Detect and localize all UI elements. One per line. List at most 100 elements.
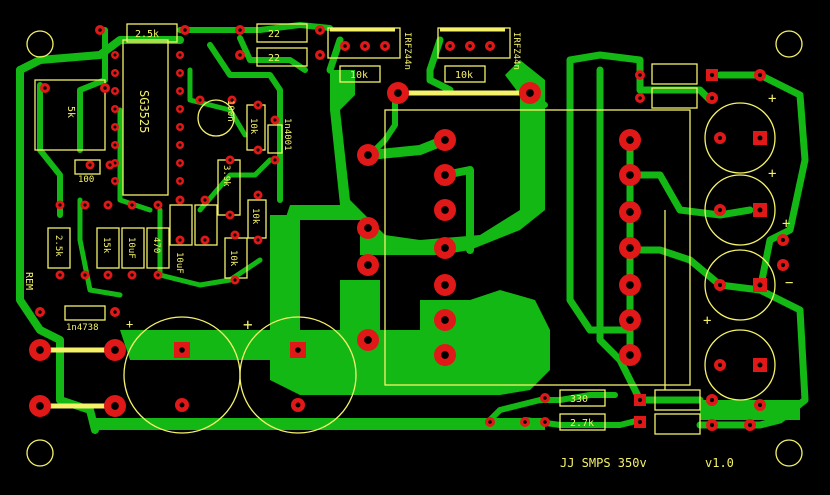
drill-hole — [717, 282, 723, 288]
drill-hole — [183, 28, 187, 32]
drill-hole — [780, 262, 786, 268]
drill-hole — [198, 98, 202, 102]
drill-hole — [178, 161, 182, 165]
drill-hole — [273, 158, 277, 162]
drill-hole — [113, 107, 117, 111]
drill-hole — [757, 207, 763, 213]
drill-hole — [441, 206, 449, 214]
drill-hole — [106, 203, 110, 207]
drill-hole — [441, 171, 449, 179]
label-cap-1uf-a: 10uF — [126, 237, 136, 259]
copper-traces — [16, 22, 809, 434]
drill-hole — [383, 44, 387, 48]
drill-hole — [717, 135, 723, 141]
drill-hole — [178, 238, 182, 242]
drill-hole — [626, 351, 634, 359]
label-diode-1n4001: 1n4001 — [282, 118, 292, 151]
drill-hole — [58, 203, 62, 207]
drill-hole — [364, 151, 372, 159]
drill-hole — [638, 73, 642, 77]
drill-hole — [295, 347, 301, 353]
label-cap-470: 470 — [151, 237, 161, 253]
drill-hole — [58, 273, 62, 277]
drill-hole — [113, 310, 117, 314]
label-res-100: 100 — [78, 175, 94, 185]
label-ic: SG3525 — [137, 90, 151, 133]
drill-hole — [106, 273, 110, 277]
drill-hole — [256, 148, 260, 152]
label-plus-out3: + — [782, 216, 790, 232]
drill-hole — [256, 193, 260, 197]
silkscreen-labels: 2.5k 22 22 10k 10k IRFZ44n IRFZ44n SG352… — [23, 29, 793, 470]
drill-hole — [156, 273, 160, 277]
component-pads — [29, 25, 789, 431]
board-version: v1.0 — [705, 456, 734, 470]
drill-hole — [448, 44, 452, 48]
drill-hole — [757, 135, 763, 141]
drill-hole — [130, 203, 134, 207]
label-rem: REM — [23, 272, 34, 290]
drill-hole — [757, 362, 763, 368]
drill-hole — [178, 143, 182, 147]
drill-hole — [488, 420, 492, 424]
drill-hole — [441, 244, 449, 252]
drill-hole — [88, 163, 92, 167]
drill-hole — [626, 208, 634, 216]
drill-hole — [441, 316, 449, 324]
drill-hole — [111, 346, 119, 354]
drill-hole — [543, 420, 547, 424]
drill-hole — [364, 336, 372, 344]
drill-hole — [113, 89, 117, 93]
drill-hole — [130, 273, 134, 277]
drill-hole — [626, 281, 634, 289]
drill-hole — [709, 72, 715, 78]
label-res-2-5k: 2.5k — [53, 235, 63, 257]
mounting-holes — [26, 30, 803, 467]
label-plus-out4: + — [703, 313, 711, 329]
label-plus-main: + — [243, 315, 253, 334]
label-res-15k: 15k — [101, 237, 111, 254]
label-mosfet-right: IRFZ44n — [511, 32, 521, 70]
drill-hole — [488, 44, 492, 48]
drill-hole — [98, 28, 102, 32]
drill-hole — [113, 53, 117, 57]
drill-hole — [111, 402, 119, 410]
label-res-10k-gate-left: 10k — [350, 70, 368, 81]
drill-hole — [203, 198, 207, 202]
drill-hole — [441, 281, 449, 289]
drill-hole — [468, 44, 472, 48]
drill-hole — [238, 28, 242, 32]
drill-hole — [113, 125, 117, 129]
drill-hole — [626, 136, 634, 144]
label-pot-top: 2.5k — [135, 29, 159, 40]
drill-hole — [108, 163, 112, 167]
label-minus-out: − — [785, 275, 793, 291]
drill-hole — [83, 273, 87, 277]
drill-hole — [637, 419, 643, 425]
drill-hole — [637, 397, 643, 403]
drill-hole — [36, 346, 44, 354]
label-plus-side: + — [126, 317, 133, 331]
label-cap-1uf-b: 10uF — [174, 252, 184, 274]
copper-pour-caps — [120, 330, 360, 360]
drill-hole — [178, 107, 182, 111]
drill-hole — [273, 118, 277, 122]
label-res-10k-mid: 10k — [250, 208, 260, 225]
drill-hole — [526, 89, 534, 97]
drill-hole — [394, 89, 402, 97]
drill-hole — [203, 238, 207, 242]
drill-hole — [747, 422, 753, 428]
drill-hole — [103, 86, 107, 90]
drill-hole — [364, 261, 372, 269]
drill-hole — [318, 53, 322, 57]
drill-hole — [626, 244, 634, 252]
drill-hole — [256, 103, 260, 107]
drill-hole — [780, 237, 786, 243]
drill-hole — [178, 179, 182, 183]
drill-hole — [295, 402, 301, 408]
label-res-2-7k: 2.7k — [570, 418, 594, 429]
drill-hole — [36, 402, 44, 410]
copper-pour-main — [285, 60, 545, 255]
drill-hole — [178, 125, 182, 129]
